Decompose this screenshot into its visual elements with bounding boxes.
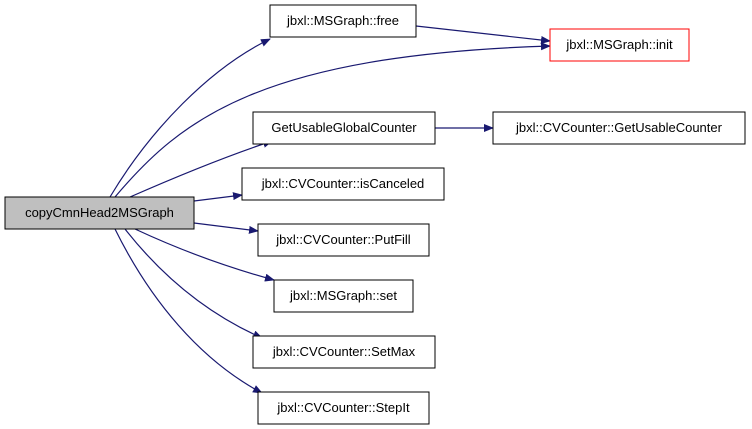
edge-root-stepit — [114, 228, 263, 394]
node-setmax-label: jbxl::CVCounter::SetMax — [272, 344, 416, 359]
node-gugc[interactable]: GetUsableGlobalCounter — [252, 111, 436, 145]
edge-root-gugc — [129, 140, 273, 198]
node-stepit[interactable]: jbxl::CVCounter::StepIt — [257, 391, 430, 425]
edge-root-free — [109, 38, 271, 198]
node-cvgu-label: jbxl::CVCounter::GetUsableCounter — [515, 120, 723, 135]
node-cvgu[interactable]: jbxl::CVCounter::GetUsableCounter — [492, 111, 746, 145]
node-free-label: jbxl::MSGraph::free — [286, 13, 399, 28]
node-init-label: jbxl::MSGraph::init — [565, 37, 673, 52]
edge-free-init — [415, 25, 551, 44]
edges — [109, 25, 551, 394]
edge-root-set — [134, 228, 275, 282]
node-root[interactable]: copyCmnHead2MSGraph — [4, 196, 195, 230]
node-setmax[interactable]: jbxl::CVCounter::SetMax — [252, 335, 436, 369]
node-init[interactable]: jbxl::MSGraph::init — [549, 28, 690, 62]
node-root-label: copyCmnHead2MSGraph — [25, 205, 174, 220]
edge-root-setmax — [124, 228, 263, 339]
edge-root-putfill — [193, 222, 259, 234]
node-free[interactable]: jbxl::MSGraph::free — [269, 4, 417, 38]
node-putfill-label: jbxl::CVCounter::PutFill — [275, 232, 410, 247]
edge-root-cancel — [193, 192, 243, 202]
node-cancel-label: jbxl::CVCounter::isCanceled — [261, 176, 425, 191]
node-putfill[interactable]: jbxl::CVCounter::PutFill — [257, 223, 430, 257]
node-stepit-label: jbxl::CVCounter::StepIt — [276, 400, 410, 415]
node-gugc-label: GetUsableGlobalCounter — [271, 120, 417, 135]
nodes: copyCmnHead2MSGraph jbxl::MSGraph::free … — [4, 4, 746, 425]
node-cancel[interactable]: jbxl::CVCounter::isCanceled — [241, 167, 445, 201]
node-set[interactable]: jbxl::MSGraph::set — [273, 279, 414, 313]
edge-root-init — [114, 42, 551, 198]
node-set-label: jbxl::MSGraph::set — [289, 288, 397, 303]
